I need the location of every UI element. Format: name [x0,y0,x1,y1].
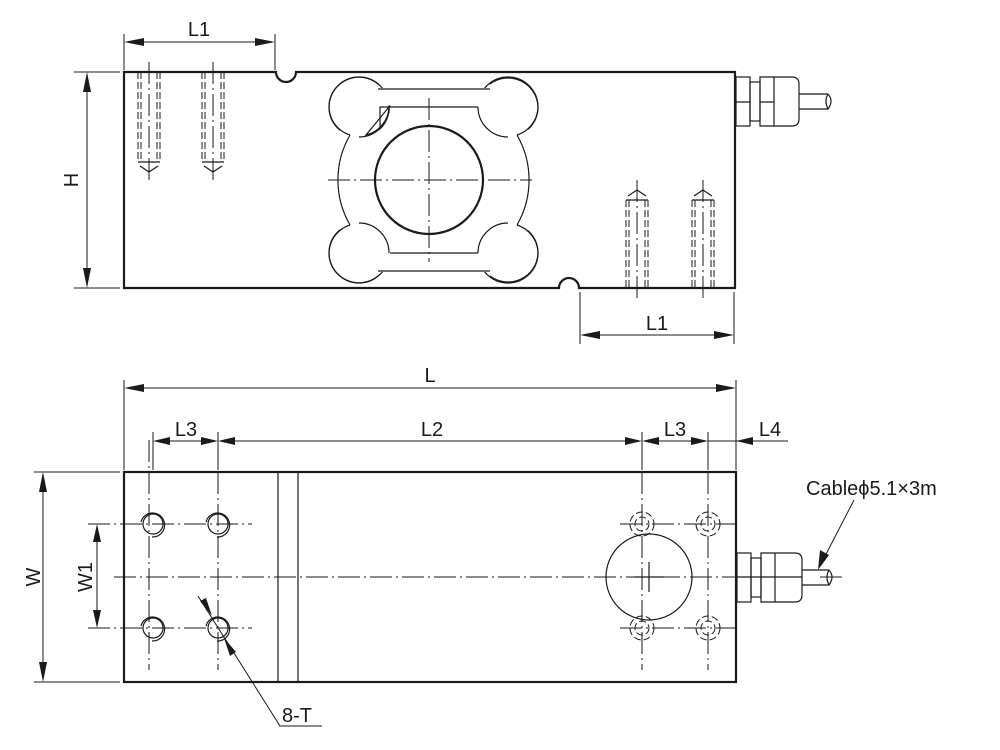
mounting-hole-left-bottom-1 [140,616,166,642]
label-l1-bottom: L1 [646,313,668,335]
label-l3-right: L3 [664,419,686,441]
label-w1: W1 [75,562,97,592]
label-holes: 8-T [282,705,312,727]
mounting-hole-right-top-2 [695,511,721,537]
threaded-hole-top-left-2 [201,62,225,180]
cable-callout: Cableϕ5.1×3m [806,478,937,570]
dimension-height: H [61,71,120,289]
label-height: H [61,173,83,187]
label-l4: L4 [759,419,781,441]
label-l3-left: L3 [175,419,197,441]
threaded-hole-bottom-right-2 [691,180,715,298]
top-view: Cableϕ5.1×3m L L3 L2 L3 L4 [23,365,937,727]
mounting-hole-right-bottom-1 [629,615,655,641]
flexure-cutout [328,76,539,284]
cable-gland-top [736,552,846,603]
side-view: H L1 L1 [61,19,832,344]
mounting-hole-right-top-1 [629,511,655,537]
dimension-l3-l2-l4: L3 L2 L3 L4 [152,419,788,470]
dimension-l1-top: L1 [123,19,276,70]
cable-gland-side [735,76,832,127]
dimension-w1: W1 [75,524,101,628]
mounting-hole-left-bottom-2 [205,616,231,642]
dimension-width: W [23,471,120,683]
label-width: W [23,567,45,586]
mounting-hole-left-top-1 [140,512,166,538]
threaded-hole-bottom-right-1 [625,180,649,298]
side-body-outline [122,70,737,290]
dimension-l1-bottom: L1 [579,292,735,344]
label-l2: L2 [421,419,443,441]
dimension-length: L [123,365,737,470]
load-point-circle [605,533,693,621]
label-cable: Cableϕ5.1×3m [806,478,937,500]
label-l1-top: L1 [188,19,210,41]
label-length: L [424,365,435,387]
mounting-hole-right-bottom-2 [695,615,721,641]
holes-callout: 8-T [197,595,322,727]
mounting-hole-left-top-2 [205,512,231,538]
threaded-hole-top-left-1 [137,62,161,180]
